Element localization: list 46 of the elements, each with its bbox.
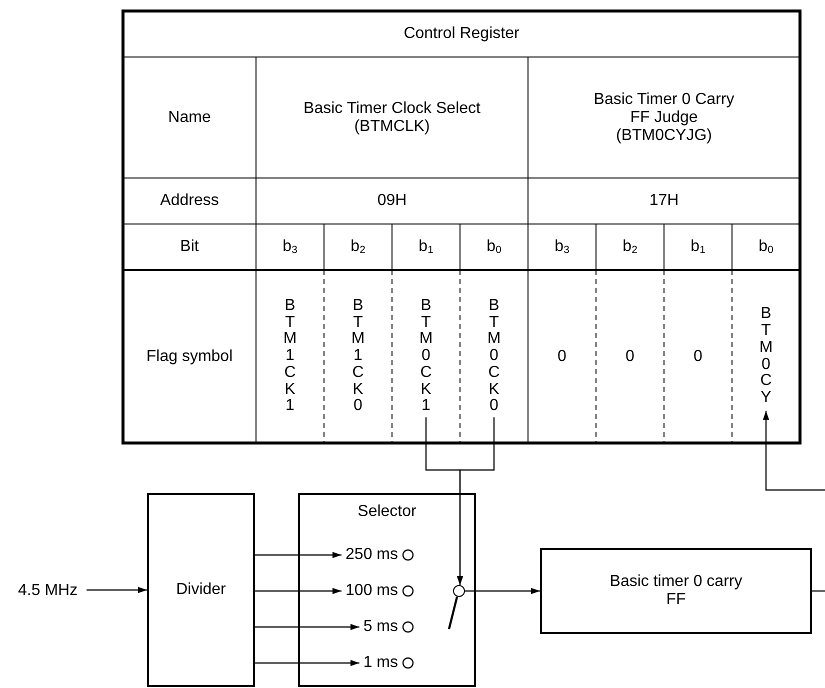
row-header: Bit — [180, 238, 199, 256]
bit-label: b$_{2}$ — [350, 238, 366, 256]
flag-symbol: BTM0CY — [758, 306, 774, 407]
arrow — [456, 417, 495, 585]
box-label: Basic timer 0 carry FF — [608, 573, 744, 609]
interval-option: 5 ms — [363, 618, 398, 636]
flip-flop-box — [540, 548, 812, 634]
connector-line — [812, 590, 825, 592]
bit-label: b$_{1}$ — [690, 238, 706, 256]
arrow — [255, 624, 360, 630]
interval-option: 100 ms — [346, 582, 398, 600]
frequency-label: 4.5 MHz — [18, 582, 78, 600]
bit-label: b$_{0}$ — [486, 238, 502, 256]
switch-pivot — [453, 585, 465, 597]
row-header: Address — [160, 192, 219, 210]
register-name: Basic Timer 0 Carry FF Judge (BTM0CYJG) — [592, 90, 736, 144]
address-value: 17H — [649, 192, 679, 210]
bit-label: b$_{1}$ — [418, 238, 434, 256]
flag-symbol: BTM1CK0 — [350, 298, 366, 416]
arrow — [255, 588, 342, 594]
arrow — [465, 588, 540, 594]
flag-symbol: BTM0CK1 — [418, 298, 434, 416]
arrow — [86, 586, 147, 594]
row-header: Flag symbol — [146, 348, 233, 366]
bit-label: b$_{0}$ — [758, 238, 774, 256]
row-header: Name — [168, 108, 211, 126]
arrow — [255, 552, 342, 558]
table-title: Control Register — [404, 25, 520, 43]
register-name: Basic Timer Clock Select (BTMCLK) — [302, 100, 482, 136]
bit-label: b$_{3}$ — [554, 238, 570, 256]
flag-value: 0 — [558, 348, 566, 366]
arrow — [255, 660, 360, 666]
flag-symbol: BTM0CK0 — [486, 298, 502, 416]
selector-box — [298, 493, 476, 687]
flag-value: 0 — [694, 348, 702, 366]
arrow — [762, 410, 825, 491]
bit-label: b$_{3}$ — [282, 238, 298, 256]
interval-option: 250 ms — [346, 546, 398, 564]
bit-label: b$_{2}$ — [622, 238, 638, 256]
address-value: 09H — [377, 192, 407, 210]
flag-symbol: BTM1CK1 — [282, 298, 298, 416]
register-table — [123, 11, 800, 443]
box-title: Selector — [358, 503, 416, 521]
interval-option: 1 ms — [363, 654, 398, 672]
flag-value: 0 — [626, 348, 634, 366]
box-label: Divider — [176, 581, 226, 599]
